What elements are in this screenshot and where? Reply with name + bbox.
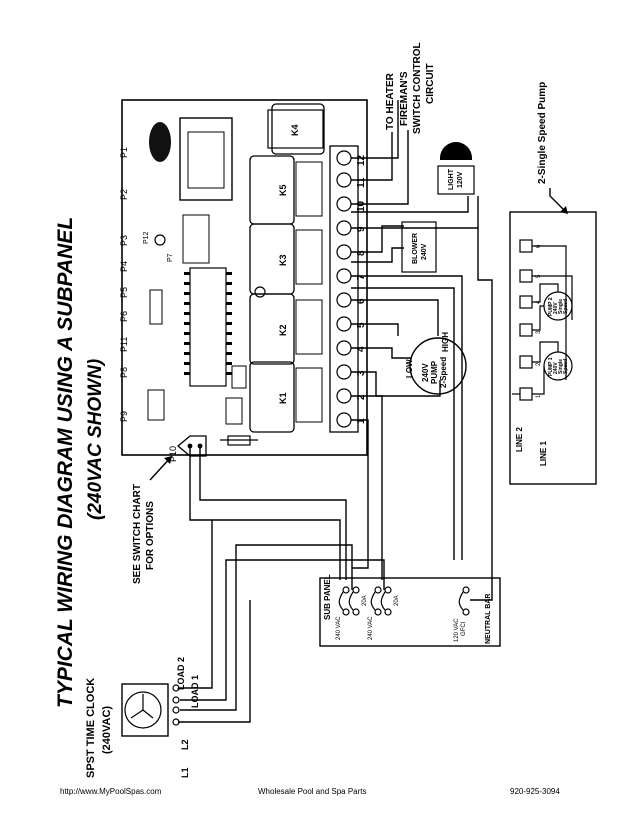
connector-label-p11: P11 [119,337,129,352]
relay-label-k1: K1 [278,392,288,404]
footer-phone: 920-925-3094 [510,787,560,796]
mini-terminal-number: 6 [536,244,542,248]
vac-240-label-2: 240 VAC [368,616,374,640]
terminal-number: 10 [356,200,367,212]
pump-label-2: PUMP [430,360,439,384]
terminal-number: 9 [356,226,367,232]
light-label-2: 120V [457,171,464,188]
terminal-number: 6 [356,298,367,304]
vac-240-label-1: 240 VAC [336,616,342,640]
mini-terminal-number: 1 [536,394,542,398]
diagram-title: TYPICAL WIRING DIAGRAM USING A SUBPANEL [54,217,77,708]
amp-20-label-1: 20A [362,595,368,606]
pump-label-3: 2-Speed [439,357,448,388]
pump1-label-a: PUMP 1 [548,357,554,376]
connector-label-p3: P3 [119,235,129,246]
relay-label-k4: K4 [290,124,300,136]
pump-2-speed: 240V PUMP 2-Speed [409,337,467,395]
neutral-bar-label: NEUTRAL BAR [485,594,492,644]
pump-label-1: 240V [421,363,430,382]
relay-label-k5: K5 [278,184,288,196]
terminal-number: 4 [356,346,367,352]
terminal-number: 2 [356,394,367,400]
gfci-label-1: 120 VAC [454,618,460,642]
fireman-label-2: SWITCH CONTROL [412,42,423,134]
terminal-number: 5 [356,322,367,328]
relay-k1 [249,361,323,433]
line2-label: LINE 2 [515,427,524,452]
sub-panel: SUB PANEL 240 VAC 20A 240 VAC 20A 120 VA… [319,574,501,647]
control-board: K1 K2 K3 K5 K4 P9 P8 P11 P6 P5 P4 P3 P2 … [119,99,368,462]
spst-label-2: (240VAC) [101,706,113,754]
light: LIGHT 120V [437,142,475,195]
footer-company: Wholesale Pool and Spa Parts [258,787,367,796]
terminal-number: 1 [356,418,367,424]
wiring [149,100,567,723]
switch-chart-note-2: FOR OPTIONS [145,501,156,570]
pump2-label-a: PUMP 2 [548,297,554,316]
terminal-number: 3 [356,370,367,376]
switch-chart-arrow-head [164,456,172,464]
relay-label-k3: K3 [278,254,288,266]
blower: BLOWER 240V [401,221,437,273]
pump2-label-b: 240V [553,302,559,314]
connector-label-p6: P6 [119,311,129,322]
blower-label-1: BLOWER [412,233,419,264]
connector-label-p2: P2 [119,189,129,200]
spst-time-clock [121,683,180,737]
sub-panel-label: SUB PANEL [323,574,332,620]
relay-k4 [271,103,325,155]
pump1-label-c: Single [558,359,564,374]
mini-terminal-number: 2 [536,362,542,366]
pump1-label-b: 240V [553,362,559,374]
pump-low-label: LOW [405,359,414,378]
l2-label: L2 [180,739,190,750]
blower-label-2: 240V [421,243,428,260]
spst-label-1: SPST TIME CLOCK [85,678,97,778]
pump2-label-c: Single [558,299,564,314]
amp-20-label-2: 20A [394,595,400,606]
connector-p10: P10 [168,435,207,462]
mini-terminal-number: 5 [536,274,542,278]
light-label-1: LIGHT [448,168,455,190]
pump2-label-d: Speed [563,299,569,314]
mini-terminal-number: 4 [536,300,542,304]
load2-label: LOAD 2 [176,657,186,690]
fireman-label-1: FIREMAN'S [399,71,410,126]
single-speed-panel: 1 2 3 4 5 6 PUMP 1 240V Single Speed PUM… [509,211,597,485]
fireman-label-3: CIRCUIT [425,63,436,104]
mini-terminal-number: 3 [536,330,542,334]
l1-label: L1 [180,767,190,778]
connector-label-p1: P1 [119,147,129,158]
terminal-number: 7 [356,274,367,280]
terminal-numbers: 1 2 3 4 5 6 7 8 9 10 11 12 [356,154,367,424]
terminal-number: 12 [356,154,367,166]
connector-label-p7: P7 [167,253,174,262]
footer-url: http://www.MyPoolSpas.com [60,787,162,796]
connector-label-p10: P10 [168,446,178,462]
pump-high-label: HIGH [441,332,450,352]
relay-k5 [249,155,323,225]
connector-label-p4: P4 [119,261,129,272]
to-heater-label: TO HEATER [385,72,396,130]
two-single-speed-label: 2-Single Speed Pump [537,82,548,184]
connector-label-p12: P12 [143,231,150,244]
connector-label-p9: P9 [119,411,129,422]
line1-label: LINE 1 [539,441,548,466]
terminal-number: 8 [356,250,367,256]
pump1-label-d: Speed [563,359,569,374]
relay-label-k2: K2 [278,324,288,336]
diagram-subtitle: (240VAC SHOWN) [85,359,106,520]
terminal-number: 11 [356,177,367,188]
connector-label-p8: P8 [119,367,129,378]
connector-label-p5: P5 [119,287,129,298]
load1-label: LOAD 1 [190,675,200,708]
gfci-label-2: GFCI [461,621,467,636]
switch-chart-note-1: SEE SWITCH CHART [132,484,143,584]
